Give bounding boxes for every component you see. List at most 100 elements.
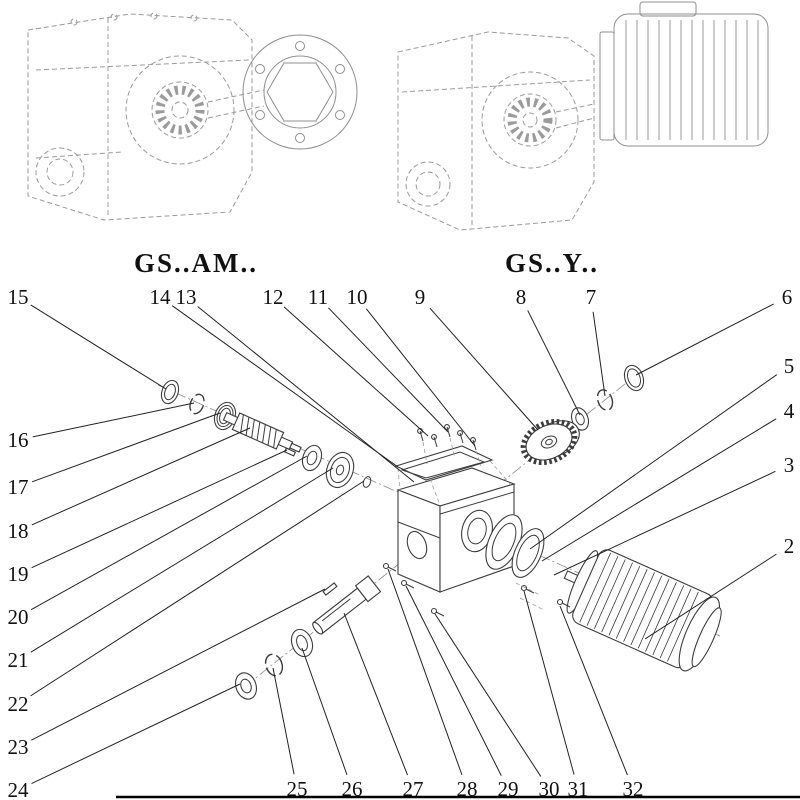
callout-label-10: 10: [347, 285, 368, 309]
callout-label-27: 27: [403, 777, 424, 800]
bolt-shank: [561, 602, 571, 608]
hub-outer-circle: [151, 81, 209, 139]
leader-line-6: [635, 303, 774, 376]
drive-motor: [563, 549, 722, 672]
flange-bolt-hole: [295, 133, 305, 143]
callout-label-2: 2: [784, 534, 795, 558]
leader-line-5: [529, 374, 778, 550]
callout-label-23: 23: [8, 735, 29, 759]
key-pin: [283, 447, 297, 457]
leader-line-16: [32, 402, 195, 438]
callout-label-8: 8: [516, 285, 527, 309]
leader-line-2: [644, 553, 777, 640]
o-ring: [362, 476, 372, 488]
screw-shank: [433, 436, 438, 448]
callout-label-20: 20: [8, 605, 29, 629]
circlip: [264, 653, 284, 677]
input-shaft-lines: [555, 103, 595, 129]
gear-cavity-circle: [481, 71, 579, 169]
flange-outer-circle: [242, 34, 358, 150]
circlip: [596, 389, 614, 411]
cover-plate-inner-edge: [400, 451, 486, 479]
gearbox-housing-detail-lines: [401, 36, 591, 226]
bolt-projection-dashes: [515, 582, 545, 611]
worm-gear-wheel: [520, 418, 580, 466]
lower-boss-bore: [46, 158, 74, 186]
motor-mounting-flange: [599, 31, 615, 141]
callout-label-32: 32: [623, 777, 644, 800]
gearbox-housing-detail-lines: [35, 18, 251, 216]
mounted-motor: [599, 1, 769, 147]
bolt-shank: [525, 588, 535, 594]
housing-bolts: [382, 562, 445, 617]
motor-cooling-fins: [579, 552, 699, 662]
leader-line-19: [31, 449, 288, 569]
callout-label-19: 19: [8, 562, 29, 586]
model-label-gs-y: GS..Y..: [505, 248, 599, 278]
bolt-shank: [387, 566, 397, 572]
callout-label-24: 24: [8, 778, 30, 800]
leader-line-21: [30, 467, 334, 653]
gasket: [511, 528, 545, 578]
callout-label-30: 30: [539, 777, 560, 800]
ball-bearing: [290, 628, 314, 658]
leader-line-29: [405, 585, 502, 776]
leader-line-20: [30, 455, 308, 611]
assembly-view-gs-y: [397, 1, 769, 231]
lower-boss-bore: [415, 171, 441, 197]
worm-shaft: [222, 411, 302, 453]
flange-bolt-hole: [295, 41, 305, 51]
shaft-key: [322, 582, 338, 596]
bolt-head: [382, 562, 390, 570]
am-adapter-flange: [242, 34, 358, 150]
lower-boss-circle: [405, 161, 451, 207]
callout-label-21: 21: [8, 648, 29, 672]
flange-bolt-hole: [335, 110, 345, 120]
top-bolt: [70, 18, 78, 26]
leader-line-14: [171, 305, 399, 468]
callout-label-5: 5: [784, 354, 795, 378]
callout-label-31: 31: [568, 777, 589, 800]
leader-line-15: [30, 304, 167, 390]
callout-label-29: 29: [498, 777, 519, 800]
end-washer: [234, 672, 258, 700]
housing-rib-lines: [397, 491, 515, 539]
top-bolt: [190, 14, 198, 22]
bolt-shank: [435, 611, 445, 617]
hub-outer-circle: [503, 93, 557, 147]
output-bore: [406, 530, 428, 560]
bolt-head: [556, 598, 564, 606]
gearbox-housing-outline: [397, 31, 595, 231]
leader-line-12: [283, 306, 429, 437]
hub-bore-circle: [171, 101, 189, 119]
leader-line-32: [559, 605, 628, 776]
callout-label-25: 25: [287, 777, 308, 800]
callout-label-28: 28: [457, 777, 478, 800]
leader-line-31: [523, 590, 575, 775]
leader-line-11: [328, 307, 449, 433]
callout-label-3: 3: [784, 453, 795, 477]
callout-label-22: 22: [8, 692, 29, 716]
assembly-view-gs-am: [27, 12, 358, 221]
leader-line-9: [429, 307, 539, 431]
leader-line-4: [541, 418, 777, 562]
leader-line-28: [387, 568, 463, 776]
bolt-head: [400, 579, 408, 587]
callout-label-13: 13: [176, 285, 197, 309]
hub-bore-circle: [522, 112, 538, 128]
cover-plate: [394, 445, 494, 481]
flange-hexagon: [266, 62, 334, 122]
leader-line-24: [31, 683, 241, 784]
leader-line-30: [434, 613, 542, 777]
worm-shaft-parts: [160, 379, 372, 489]
callout-label-4: 4: [784, 399, 795, 423]
gear-cavity-circle: [125, 55, 235, 165]
washer-disc: [325, 451, 355, 489]
callout-label-12: 12: [263, 285, 284, 309]
leader-line-18: [31, 427, 251, 526]
leader-line-3: [553, 470, 776, 576]
callout-label-16: 16: [8, 428, 29, 452]
flange-bolt-hole: [255, 110, 265, 120]
